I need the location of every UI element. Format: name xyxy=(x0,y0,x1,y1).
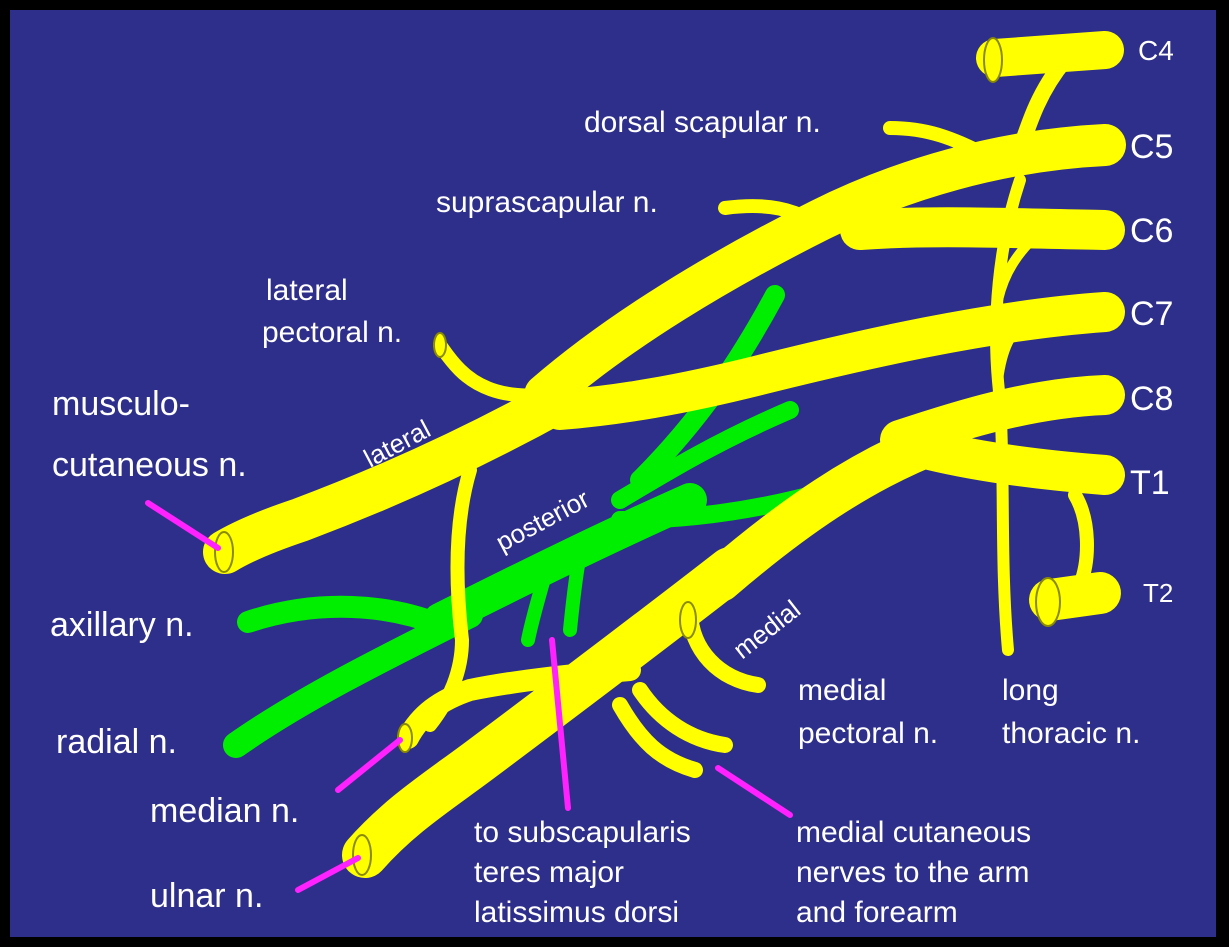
musculocutaneous-label-2: cutaneous n. xyxy=(52,446,247,484)
root-label-c7: C7 xyxy=(1130,295,1173,333)
musculocutaneous-label-1: musculo- xyxy=(52,385,190,423)
root-label-t2: T2 xyxy=(1143,578,1173,608)
ulnar-cut-end xyxy=(353,835,371,875)
medial-cutaneous-label-3: and forearm xyxy=(796,896,958,929)
lateral-pectoral-nerve xyxy=(440,345,540,395)
root-label-c5: C5 xyxy=(1130,128,1173,166)
medial-cutaneous-label-1: medial cutaneous xyxy=(796,816,1031,849)
medial-cutaneous-pointer xyxy=(718,768,790,815)
subscapular-branch-2 xyxy=(570,565,578,630)
median-label: median n. xyxy=(150,792,299,830)
medial-pectoral-label-2: pectoral n. xyxy=(798,717,938,750)
root-label-t1: T1 xyxy=(1130,464,1170,502)
subscapular-group-label-3: latissimus dorsi xyxy=(474,896,679,929)
medial-cutaneous-label-2: nerves to the arm xyxy=(796,856,1029,889)
ulnar-label: ulnar n. xyxy=(150,877,263,915)
c4-cut-end xyxy=(984,38,1002,82)
root-label-c6: C6 xyxy=(1130,212,1173,250)
c4-root xyxy=(995,50,1105,58)
c6-root xyxy=(860,227,1105,230)
radial-label: radial n. xyxy=(56,723,177,761)
t1-t2-connection xyxy=(1075,495,1087,585)
suprascapular-label: suprascapular n. xyxy=(436,186,658,219)
dorsal-scapular-label: dorsal scapular n. xyxy=(584,106,821,139)
musculocutaneous-pointer xyxy=(148,503,218,548)
lateral-pectoral-cut-end xyxy=(434,333,446,357)
lateral-pectoral-label-1: lateral xyxy=(266,274,348,307)
root-label-c8: C8 xyxy=(1130,380,1173,418)
axillary-nerve xyxy=(248,607,440,625)
posterior-division-c7 xyxy=(620,410,790,500)
musculocutaneous-cut-end xyxy=(215,532,233,572)
medial-pectoral-cut-end xyxy=(680,602,696,638)
subscapular-group-label-2: teres major xyxy=(474,856,624,889)
t2-cut-end xyxy=(1036,578,1060,626)
medial-cord-label: medial xyxy=(727,594,806,665)
long-thoracic-label-1: long xyxy=(1002,674,1059,707)
root-label-c4: C4 xyxy=(1138,35,1174,66)
subscapular-group-label-1: to subscapularis xyxy=(474,816,691,849)
axillary-label: axillary n. xyxy=(50,606,194,644)
medial-pectoral-label-1: medial xyxy=(798,674,886,707)
root-labels: C4 C5 C6 C7 C8 T1 T2 xyxy=(1130,35,1174,608)
long-thoracic-label-2: thoracic n. xyxy=(1002,717,1140,750)
lateral-pectoral-label-2: pectoral n. xyxy=(262,316,402,349)
ulnar-pointer xyxy=(298,858,358,890)
median-pointer xyxy=(338,740,400,790)
